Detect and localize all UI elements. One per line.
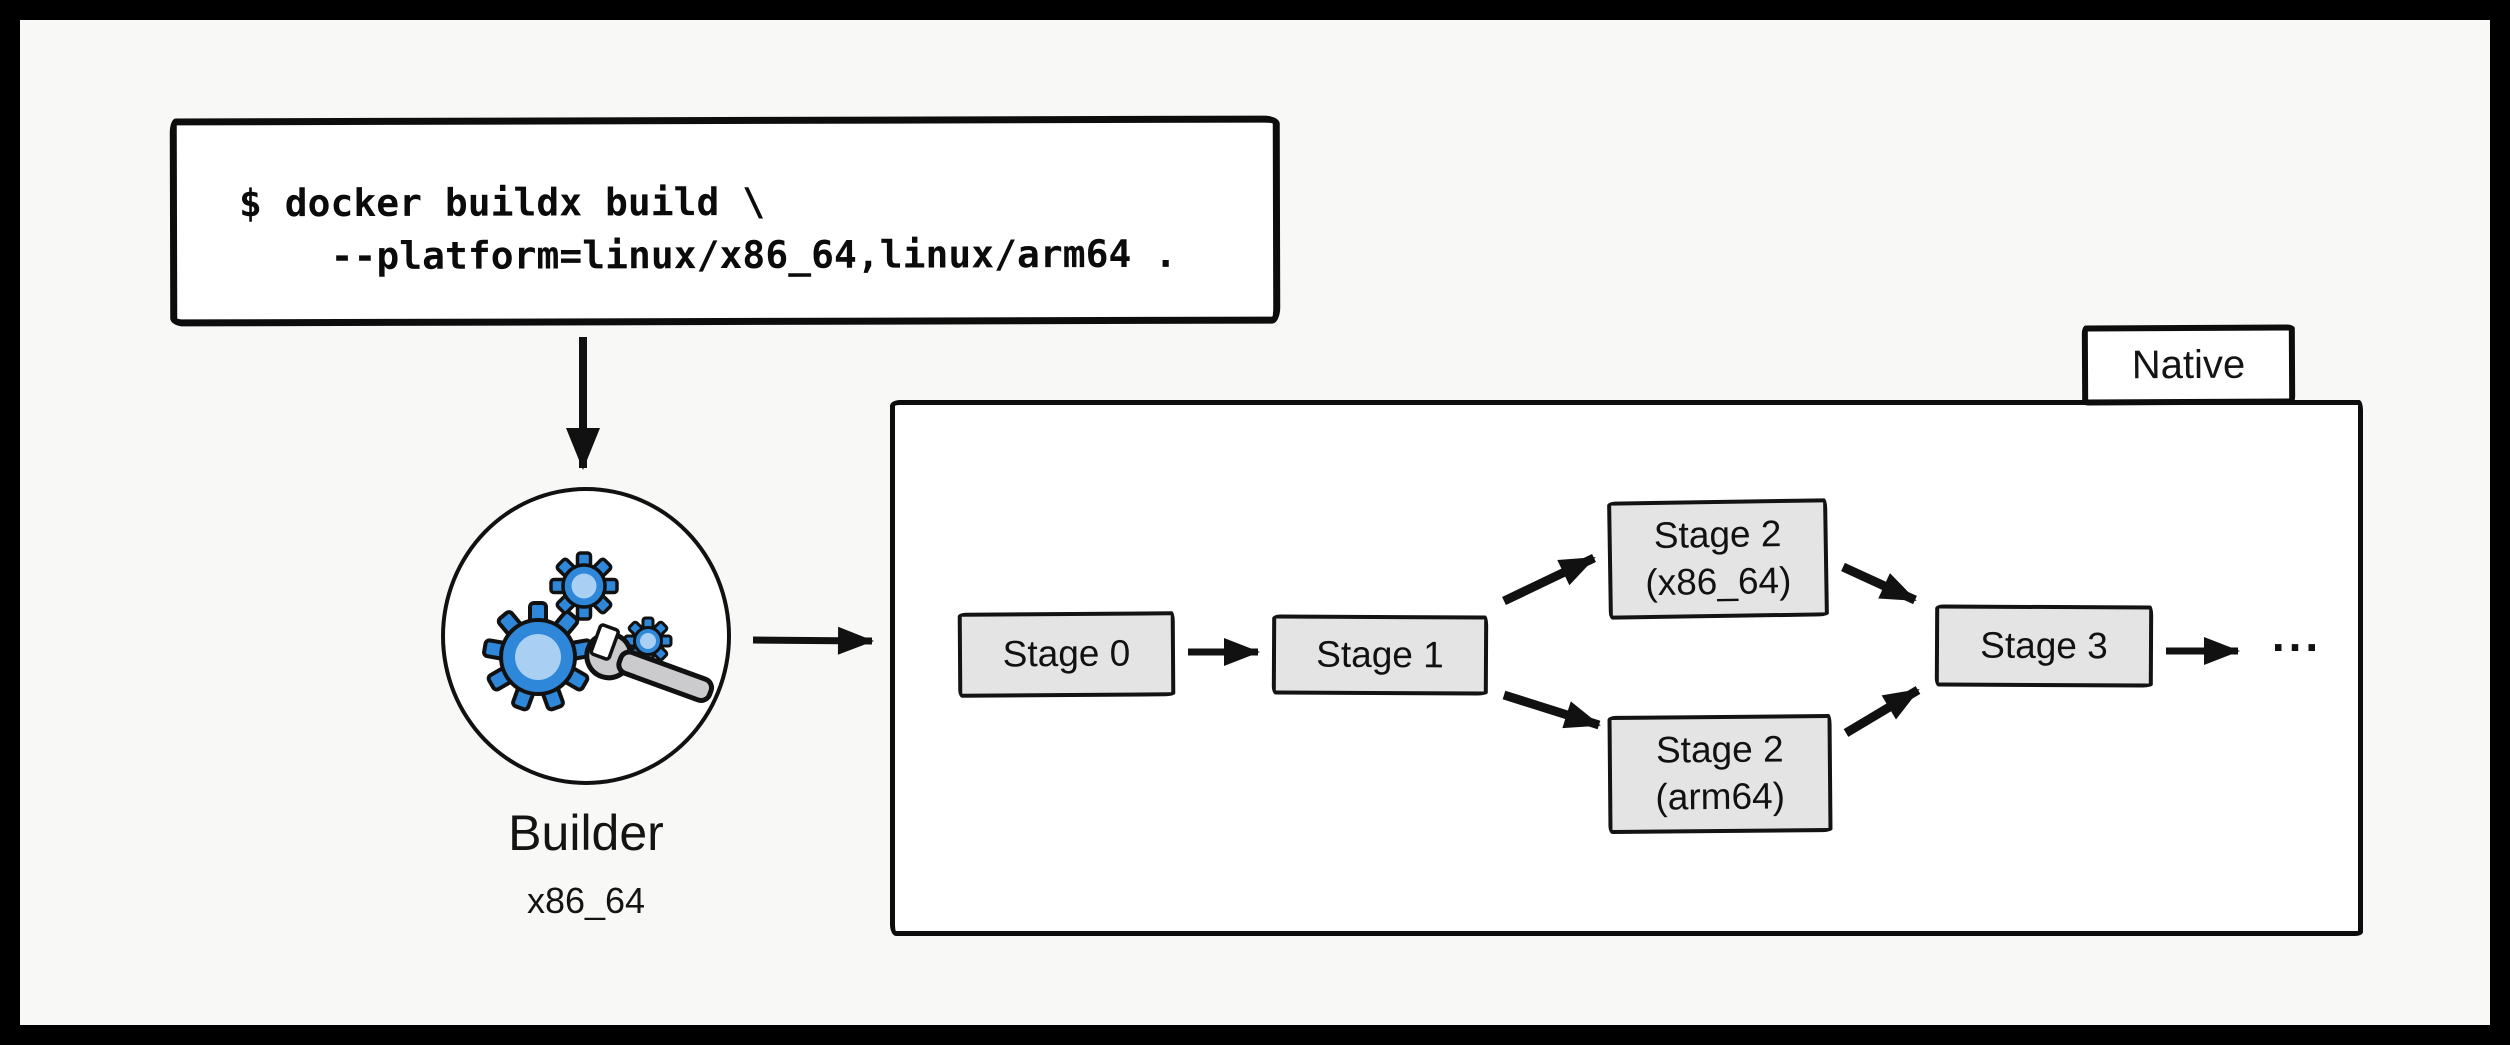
- stage2-x86-sublabel: (x86_64): [1645, 559, 1792, 604]
- stage-box-stage2-arm: Stage 2 (arm64): [1607, 714, 1833, 834]
- builder-circle: [441, 487, 731, 785]
- native-tab-label: Native: [2131, 342, 2246, 387]
- pipeline-continues-ellipsis: ...: [2271, 609, 2323, 661]
- arrow-builder-to-native-box: [752, 626, 874, 655]
- command-line-1: $ docker buildx build \: [238, 179, 766, 226]
- stage-box-stage3: Stage 3: [1934, 604, 2154, 688]
- stage-box-stage1: Stage 1: [1271, 614, 1489, 696]
- stage2-arm-label: Stage 2: [1655, 728, 1784, 771]
- stage0-label: Stage 0: [1002, 632, 1131, 675]
- stage2-arm-sublabel: (arm64): [1655, 775, 1786, 818]
- terminal-command-box: $ docker buildx build \ --platform=linux…: [169, 115, 1281, 327]
- builder-label: Builder: [508, 805, 664, 861]
- stage1-label: Stage 1: [1316, 633, 1444, 676]
- stage3-label: Stage 3: [1980, 624, 2108, 667]
- builder-arch-label: x86_64: [526, 880, 646, 921]
- stage-box-stage0: Stage 0: [957, 611, 1176, 698]
- native-tab: Native: [2081, 324, 2296, 406]
- command-line-2: --platform=linux/x86_64,linux/arm64 .: [239, 231, 1178, 279]
- stage2-x86-label: Stage 2: [1653, 513, 1782, 557]
- stage-box-stage2-x86: Stage 2 (x86_64): [1607, 498, 1829, 620]
